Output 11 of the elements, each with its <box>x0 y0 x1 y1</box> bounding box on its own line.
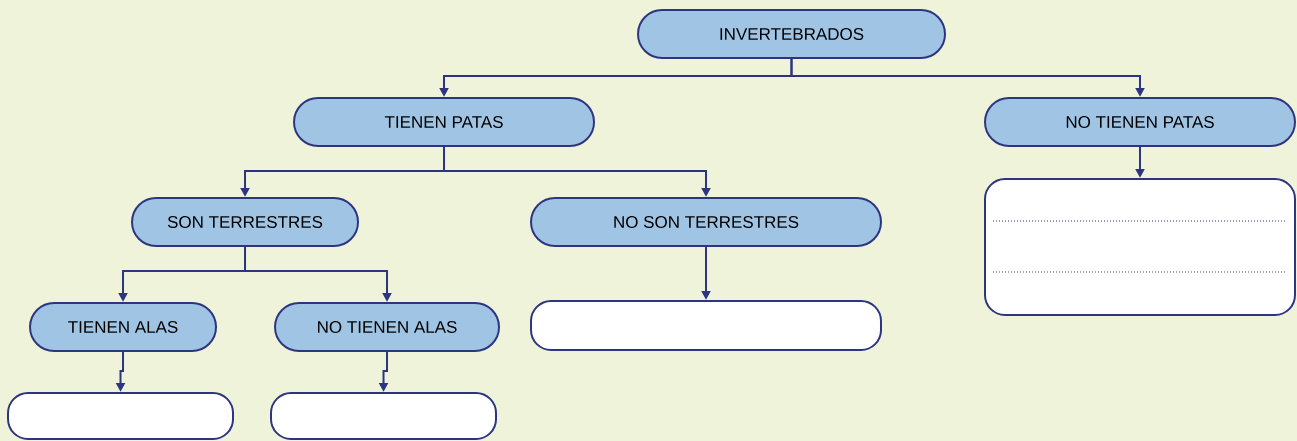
category-box: NO TIENEN ALAS <box>274 302 500 352</box>
answer-box <box>7 392 234 440</box>
category-box: NO TIENEN PATAS <box>984 97 1296 147</box>
category-box: NO SON TERRESTRES <box>530 197 882 247</box>
category-box: SON TERRESTRES <box>131 197 359 247</box>
answer-box <box>530 300 882 351</box>
answer-box <box>270 392 497 440</box>
category-box: TIENEN ALAS <box>29 302 217 352</box>
category-box: TIENEN PATAS <box>293 97 595 147</box>
category-box: INVERTEBRADOS <box>637 9 946 59</box>
answer-box <box>984 178 1296 316</box>
